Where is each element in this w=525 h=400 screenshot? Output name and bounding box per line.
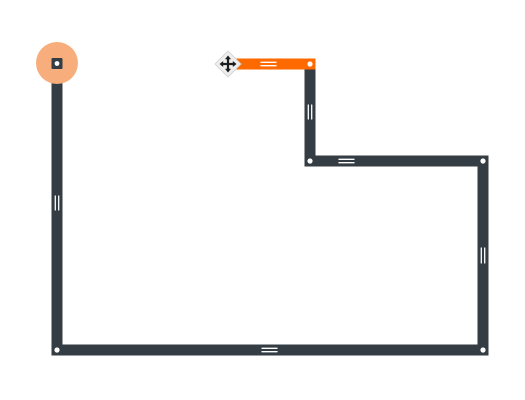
vertex-bottom-right[interactable] (480, 347, 486, 353)
walls (51, 58, 489, 356)
drag-handle-icon[interactable] (260, 61, 277, 67)
drag-handle-icon[interactable] (338, 158, 355, 164)
drag-handle-icon[interactable] (307, 104, 313, 120)
move-handle-arrows (219, 55, 237, 73)
drag-handle-icon[interactable] (54, 195, 60, 211)
vertex-bottom-left[interactable] (54, 347, 60, 353)
start-vertex-point (54, 61, 60, 66)
vertex-active-end[interactable] (307, 61, 313, 67)
drag-handle-icon[interactable] (261, 347, 278, 353)
vertex-right-top[interactable] (480, 158, 486, 164)
vertices (54, 61, 486, 353)
start-vertex-icon[interactable] (36, 42, 78, 84)
move-arrows-icon[interactable] (214, 50, 242, 78)
midpoint-handles (54, 61, 486, 353)
drag-handle-icon[interactable] (480, 247, 486, 264)
vertex-step-inner[interactable] (307, 158, 313, 164)
